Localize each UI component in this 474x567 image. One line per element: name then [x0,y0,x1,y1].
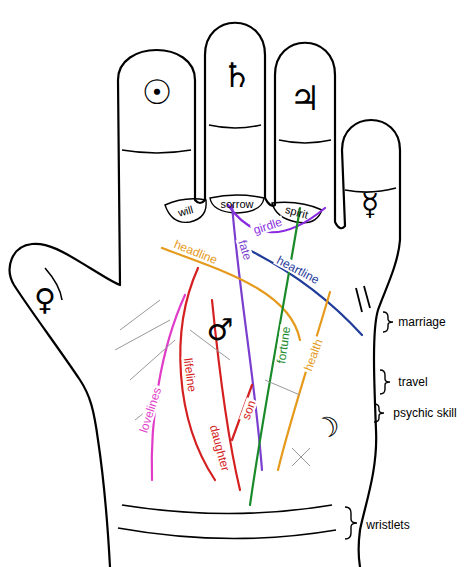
bracket-label: marriage [396,316,447,328]
palm-lines [152,205,362,505]
hand-outline [10,23,400,567]
line-label: lifeline [181,355,198,394]
planet-symbol: ☉ [140,75,174,109]
planet-symbol: ♄ [220,58,254,92]
bracket-label: travel [396,376,429,388]
line-label: son [239,397,258,423]
line-label: health [301,336,325,375]
line-label: lovelines [136,384,163,436]
line-label: headline [171,237,221,267]
line-label: fortune [275,324,293,367]
marriage-lines [356,286,370,312]
line-label: heartline [273,253,323,287]
planet-symbol: ♀ [32,285,58,315]
bracket-label: wristlets [364,519,411,531]
wrist-lines [118,505,336,539]
planet-symbol: ♂ [205,315,236,345]
line-label: daughter [208,422,233,475]
planet-symbol: ☽ [310,410,347,446]
mount-label: spirit [282,203,311,221]
mount-outlines [165,195,322,223]
finger-joints [45,125,396,300]
mount-label: sorrow [218,199,255,210]
line-label: fate [236,237,255,264]
mount-label: will [175,203,196,219]
planet-symbol: ♃ [288,81,322,115]
line-label: girdle [250,215,285,237]
brackets [345,312,393,539]
planet-symbol: ☿ [359,190,381,220]
bracket-label: psychic skill [391,407,458,419]
